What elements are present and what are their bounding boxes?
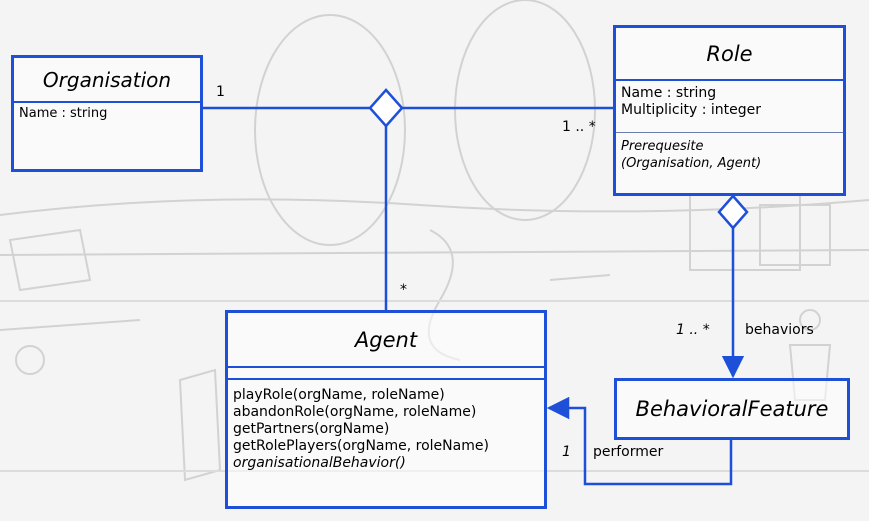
- operation: abandonRole(orgName, roleName): [233, 404, 477, 420]
- behaviors-role-label: behaviors: [745, 322, 814, 338]
- class-behavioral-feature-title: BehavioralFeature: [635, 397, 829, 421]
- attribute: Name : string: [621, 85, 717, 101]
- attribute: Name : string: [19, 106, 108, 121]
- class-organisation-attributes: Name : string: [14, 103, 200, 124]
- class-organisation[interactable]: Organisation Name : string: [11, 55, 203, 172]
- class-behavioral-feature[interactable]: BehavioralFeature: [614, 378, 850, 440]
- class-agent[interactable]: Agent playRole(orgName, roleName) abando…: [225, 310, 547, 509]
- performer-multiplicity-label: 1: [562, 444, 571, 460]
- operation: (Organisation, Agent): [621, 156, 762, 171]
- role-multiplicity-label: 1 .. *: [562, 119, 596, 135]
- class-role-operations: Prerequesite (Organisation, Agent): [616, 133, 843, 174]
- class-agent-operations: playRole(orgName, roleName) abandonRole(…: [228, 380, 544, 474]
- behaviors-multiplicity-label: 1 .. *: [676, 322, 710, 338]
- operation: getRolePlayers(orgName, roleName): [233, 438, 489, 454]
- agent-multiplicity-label: *: [400, 282, 407, 298]
- class-agent-attributes: [228, 368, 544, 380]
- class-role[interactable]: Role Name : string Multiplicity : intege…: [613, 25, 846, 196]
- performer-role-label: performer: [593, 444, 664, 460]
- org-multiplicity-label: 1: [216, 84, 225, 100]
- operation: playRole(orgName, roleName): [233, 387, 445, 403]
- class-organisation-title: Organisation: [14, 58, 200, 103]
- class-role-title: Role: [616, 28, 843, 81]
- class-role-attributes: Name : string Multiplicity : integer: [616, 81, 843, 133]
- attribute: Multiplicity : integer: [621, 102, 761, 118]
- aggregation-diamond-center: [368, 88, 404, 128]
- operation: getPartners(orgName): [233, 421, 390, 437]
- operation: Prerequesite: [621, 139, 704, 154]
- performer-line: [546, 396, 733, 486]
- operation: organisationalBehavior(): [233, 455, 406, 471]
- aggregation-diamond-role: [717, 194, 749, 230]
- class-agent-title: Agent: [228, 313, 544, 368]
